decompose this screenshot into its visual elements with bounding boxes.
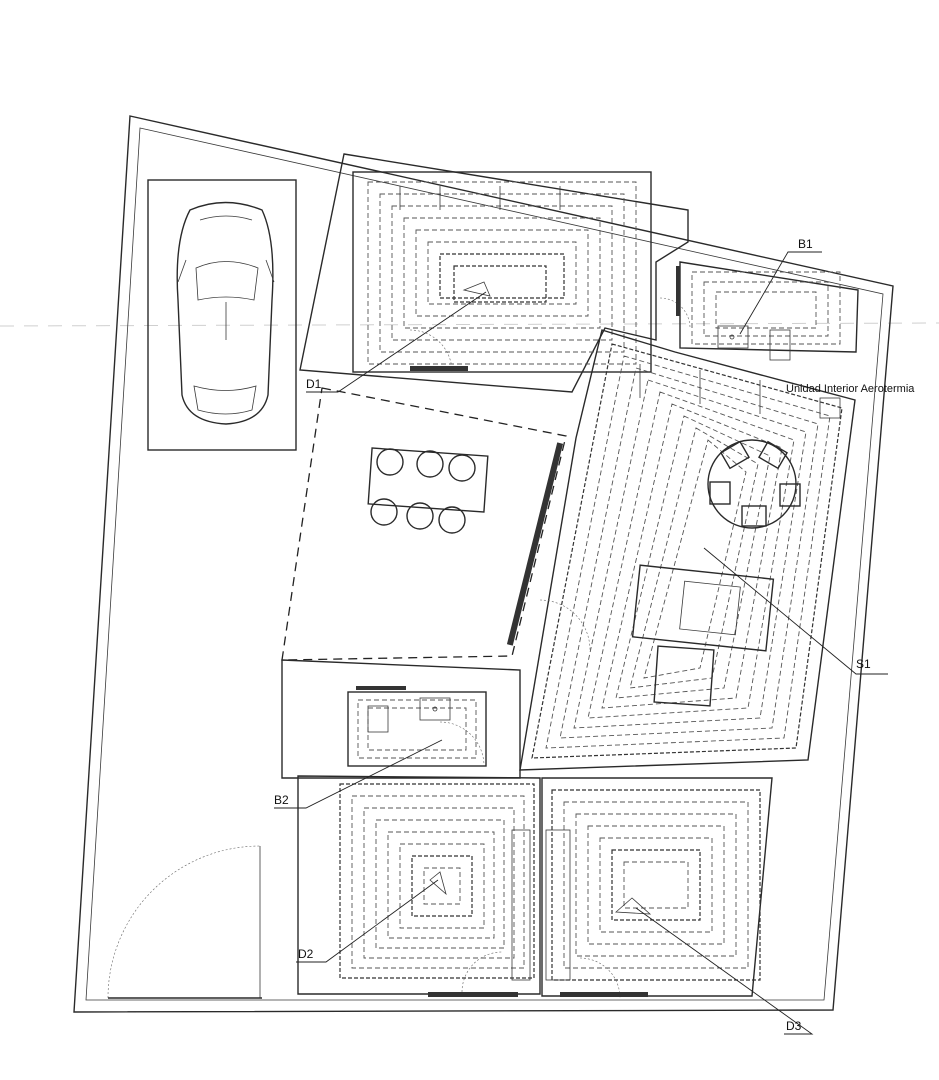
round-table-icon xyxy=(707,439,801,529)
label-b1: B1 xyxy=(798,237,813,251)
room-s1 xyxy=(519,329,856,771)
car-icon xyxy=(176,201,275,425)
entrance-gate xyxy=(107,845,262,999)
dining-table-icon xyxy=(367,447,489,534)
patio xyxy=(281,387,567,661)
label-s1: S1 xyxy=(856,657,871,671)
label-b2: B2 xyxy=(274,793,289,807)
room-d3 xyxy=(541,777,773,999)
parking-space xyxy=(147,179,297,451)
scan-line xyxy=(0,322,939,327)
label-d3: D3 xyxy=(786,1019,802,1033)
sofa-icon xyxy=(631,564,775,707)
label-d1: D1 xyxy=(306,377,322,391)
room-d1 xyxy=(299,153,689,393)
label-unidad-interior: Unidad Interior Aerotermia xyxy=(786,383,915,395)
room-d2 xyxy=(297,775,541,997)
plot-boundary xyxy=(73,115,894,1013)
label-d2: D2 xyxy=(298,947,314,961)
leader-lines xyxy=(274,251,888,1035)
room-b1 xyxy=(659,261,859,361)
